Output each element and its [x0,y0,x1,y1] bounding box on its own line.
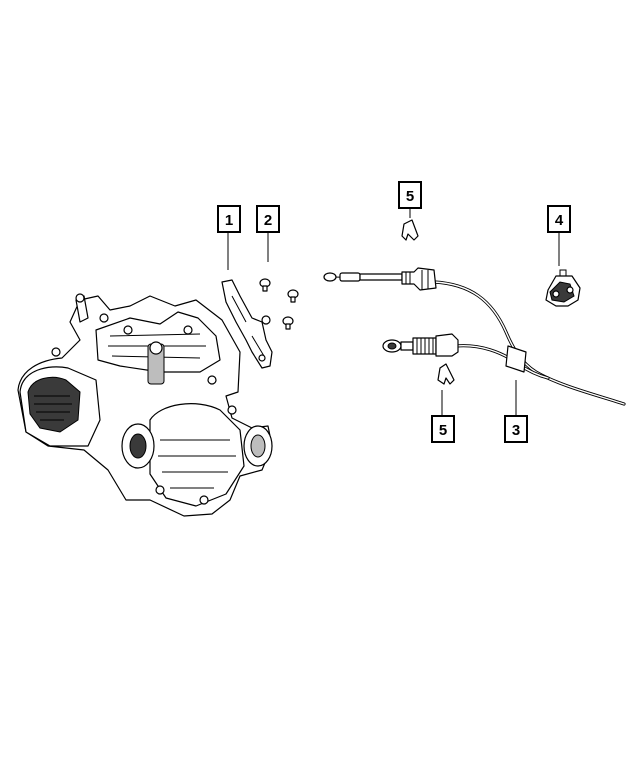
callout-5-top: 5 [398,181,422,209]
cable-bracket [221,279,273,369]
callout-2: 2 [256,205,280,233]
callout-3: 3 [504,415,528,443]
callout-3-label: 3 [512,422,520,439]
bracket-bolts [259,278,299,330]
callout-4: 4 [547,205,571,233]
callout-5-bottom-label: 5 [439,422,447,439]
gearshift-cable [323,267,626,406]
callout-5-bottom: 5 [431,415,455,443]
cable-retaining-clip-top [401,219,419,241]
callout-2-label: 2 [264,212,272,229]
cable-retaining-clip-bottom [437,363,455,385]
callout-1: 1 [217,205,241,233]
cable-mount-bracket [545,269,581,307]
callout-5-top-label: 5 [406,188,414,205]
callout-1-label: 1 [225,212,233,229]
callout-4-label: 4 [555,212,564,229]
leader-lines [227,208,560,416]
transaxle-assembly [17,293,273,517]
